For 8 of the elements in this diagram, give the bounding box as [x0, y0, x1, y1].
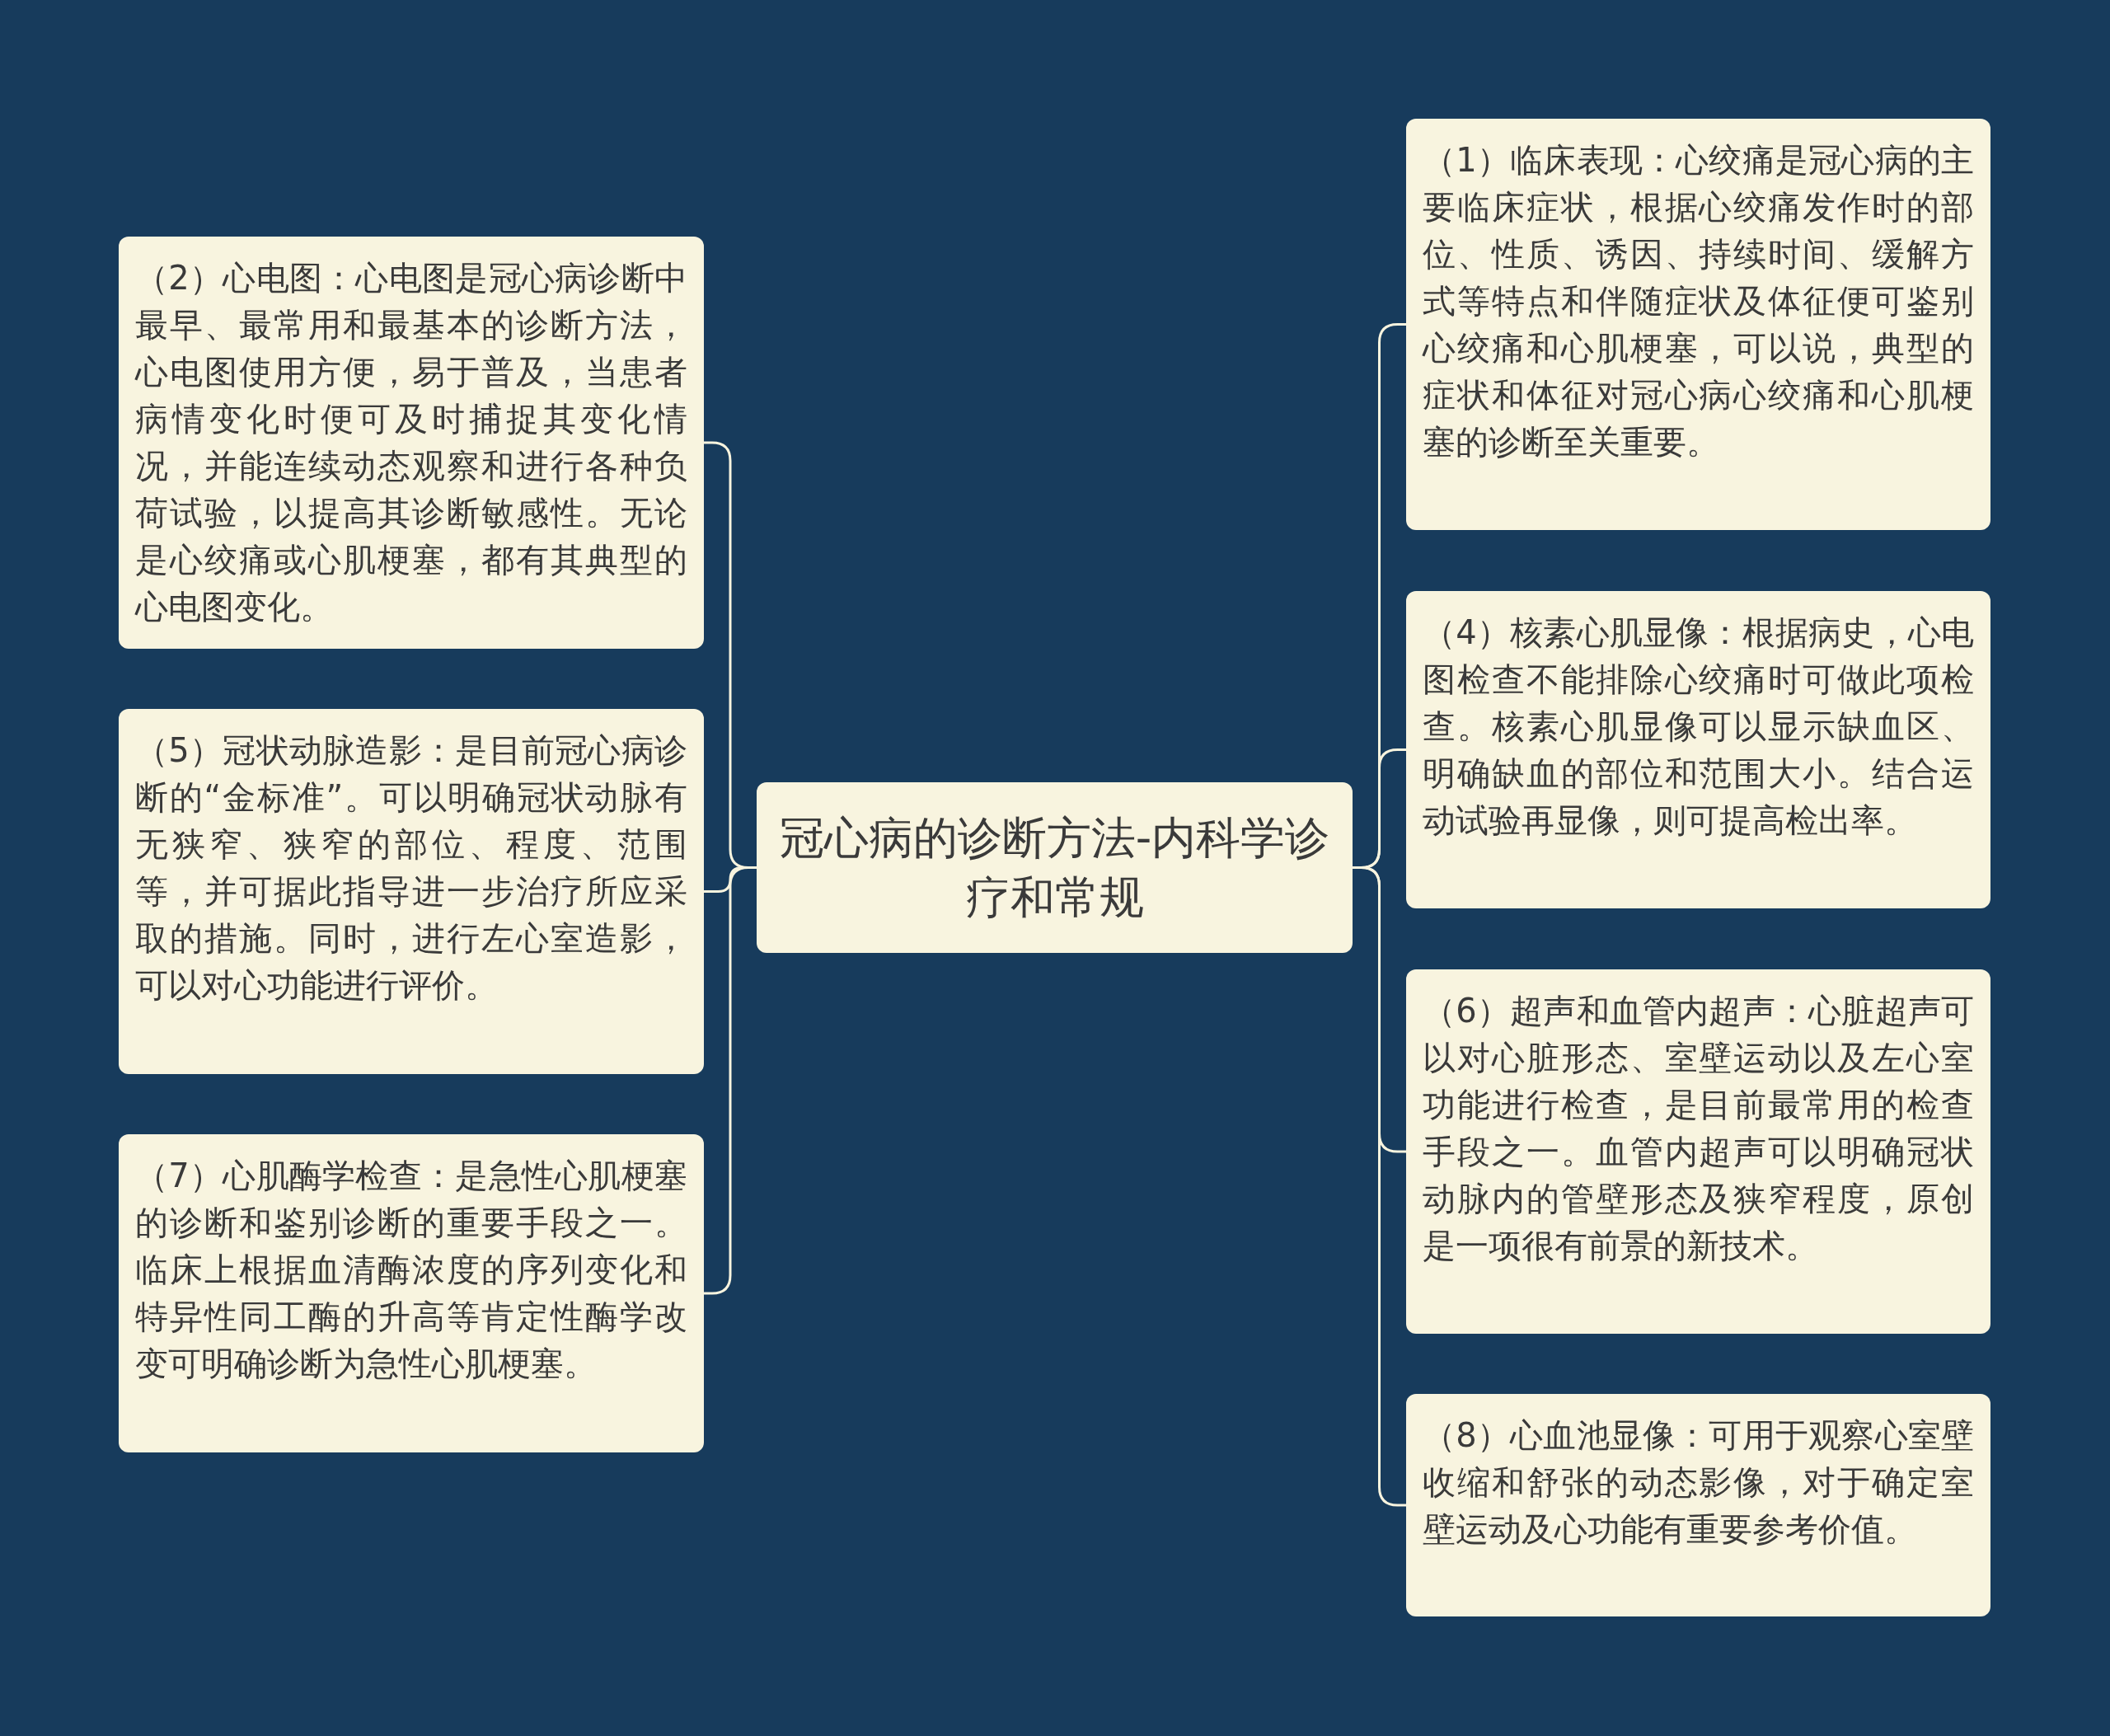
topic-box: （8）心血池显像：可用于观察心室壁收缩和舒张的动态影像，对于确定室壁运动及心功能有重要参考价值。 — [1406, 1394, 1990, 1616]
topic-box: （7）心肌酶学检查：是急性心肌梗塞的诊断和鉴别诊断的重要手段之一。临床上根据血清酶浓度的序列变化和特异性同工酶的升高等肯定性酶学改变可明确诊断为急性心肌梗塞。 — [119, 1134, 704, 1452]
topic-box: （2）心电图：心电图是冠心病诊断中最早、最常用和最基本的诊断方法，心电图使用方便，易于普及，当患者病情变化时便可及时捕捉其变化情况，并能连续动态观察和进行各种负荷试验，以提高其诊断敏感性。无论是心绞痛或心肌梗塞，都有其典型的心电图变化。 — [119, 237, 704, 649]
topic-box: （6）超声和血管内超声：心脏超声可以对心脏形态、室壁运动以及左心室功能进行检查，是目前最常用的检查手段之一。血管内超声可以明确冠状动脉内的管壁形态及狭窄程度，原创是一项很有前景的新技术。 — [1406, 969, 1990, 1334]
central-topic-box: 冠心病的诊断方法-内科学诊疗和常规 — [757, 782, 1353, 953]
topic-box: （1）临床表现：心绞痛是冠心病的主要临床症状，根据心绞痛发作时的部位、性质、诱因、持续时间、缓解方式等特点和伴随症状及体征便可鉴别心绞痛和心肌梗塞，可以说，典型的症状和体征对冠心病心绞痛和心肌梗塞的诊断至关重要。 — [1406, 119, 1990, 530]
topic-box: （4）核素心肌显像：根据病史，心电图检查不能排除心绞痛时可做此项检查。核素心肌显像可以显示缺血区、明确缺血的部位和范围大小。结合运动试验再显像，则可提高检出率。 — [1406, 591, 1990, 908]
topic-box: （5）冠状动脉造影：是目前冠心病诊断的“金标准”。可以明确冠状动脉有无狭窄、狭窄的部位、程度、范围等，并可据此指导进一步治疗所应采取的措施。同时，进行左心室造影，可以对心功能进行评价。 — [119, 709, 704, 1074]
